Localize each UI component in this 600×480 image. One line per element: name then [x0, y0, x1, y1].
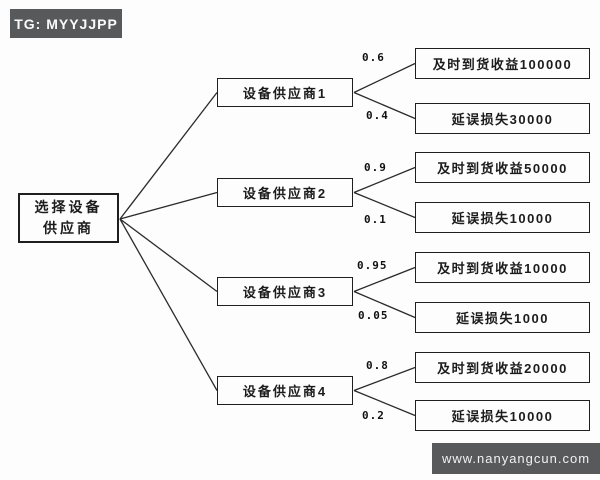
supplier-node-3: 设备供应商3 [217, 277, 353, 306]
branch-line [353, 389, 416, 417]
outcome-node: 及时到货收益20000 [415, 352, 590, 383]
outcome-label: 及时到货收益20000 [437, 361, 568, 376]
probability-label: 0.2 [362, 409, 385, 422]
branch-line [353, 366, 416, 392]
supplier-node-1: 设备供应商1 [217, 78, 353, 107]
root-decision-node: 选择设备 供应商 [18, 193, 119, 243]
root-label-line1: 选择设备 [34, 199, 103, 215]
outcome-node: 及时到货收益10000 [415, 252, 590, 283]
branch-line [119, 218, 218, 391]
outcome-label: 延误损失30000 [451, 112, 554, 127]
supplier-node-2: 设备供应商2 [217, 178, 353, 207]
probability-label: 0.9 [364, 161, 387, 174]
root-label-line2: 供应商 [43, 220, 94, 236]
branch-line [353, 290, 416, 319]
branch-line [353, 191, 416, 219]
outcome-node: 延误损失10000 [415, 400, 590, 431]
supplier-2-label: 设备供应商2 [242, 186, 328, 201]
outcome-label: 及时到货收益50000 [437, 161, 568, 176]
outcome-node: 及时到货收益100000 [415, 48, 590, 79]
outcome-node: 延误损失1000 [415, 302, 590, 333]
watermark-badge: www.nanyangcun.com [432, 443, 600, 474]
outcome-label: 延误损失10000 [451, 211, 554, 226]
outcome-node: 延误损失30000 [415, 103, 590, 134]
branch-line [353, 62, 416, 94]
branch-line [119, 92, 218, 220]
outcome-label: 延误损失10000 [451, 409, 554, 424]
outcome-node: 延误损失10000 [415, 202, 590, 233]
watermark-label: www.nanyangcun.com [441, 451, 591, 466]
probability-label: 0.1 [364, 213, 387, 226]
branch-line [119, 218, 218, 293]
supplier-node-4: 设备供应商4 [217, 376, 353, 405]
supplier-3-label: 设备供应商3 [242, 285, 328, 300]
tg-badge: TG: MYYJJPP [10, 9, 122, 38]
outcome-label: 及时到货收益100000 [432, 57, 573, 72]
probability-label: 0.05 [358, 309, 389, 322]
supplier-1-label: 设备供应商1 [242, 86, 328, 101]
outcome-node: 及时到货收益50000 [415, 152, 590, 183]
branch-line [353, 166, 416, 194]
probability-label: 0.6 [362, 51, 385, 64]
outcome-label: 及时到货收益10000 [437, 261, 568, 276]
probability-label: 0.8 [366, 359, 389, 372]
tg-badge-label: TG: MYYJJPP [14, 15, 118, 32]
probability-label: 0.4 [366, 109, 389, 122]
branch-line [353, 91, 416, 120]
supplier-4-label: 设备供应商4 [242, 384, 328, 399]
outcome-label: 延误损失1000 [456, 311, 549, 326]
probability-label: 0.95 [357, 259, 388, 272]
branch-line [119, 191, 218, 220]
branch-line [353, 266, 416, 293]
